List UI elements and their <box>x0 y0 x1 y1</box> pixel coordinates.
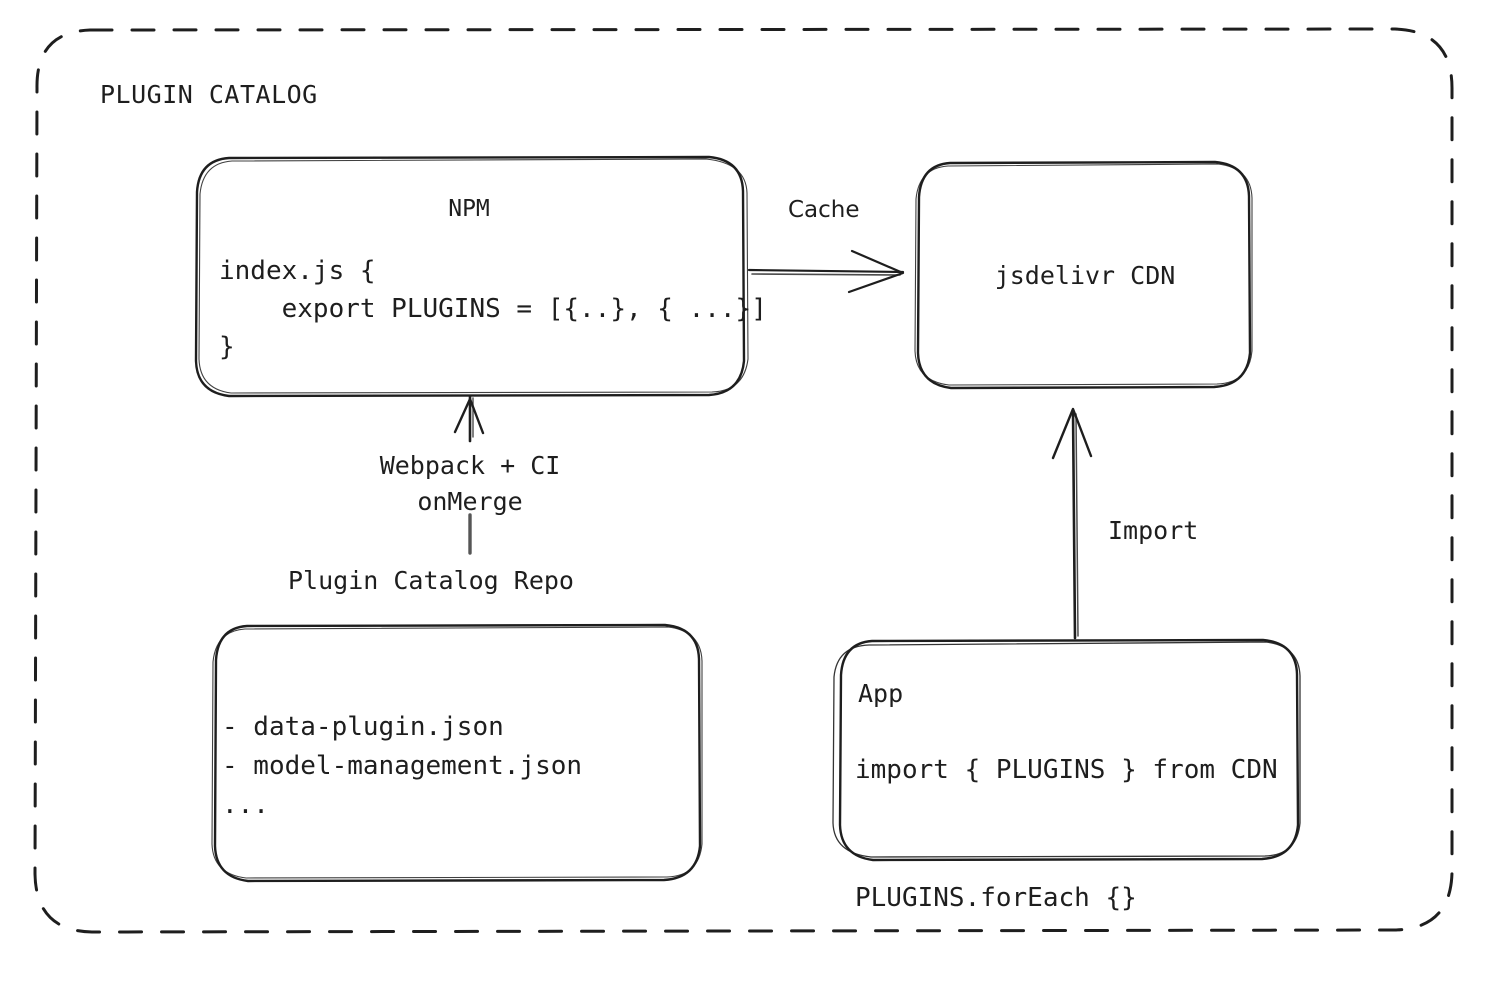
cache-arrow <box>747 249 905 294</box>
cdn-node-label: jsdelivr CDN <box>994 261 1176 290</box>
cache-edge-label: Cache <box>788 197 860 223</box>
webpack-ci-edge-label: Webpack + CI onMerge <box>379 451 561 516</box>
plugin-catalog-boundary <box>33 27 1454 934</box>
npm-node-title: NPM <box>448 196 490 222</box>
import-arrow <box>1051 407 1093 640</box>
webpack-ci-arrow <box>453 395 485 555</box>
repo-file-list: - data-plugin.json - model-management.js… <box>222 712 583 820</box>
npm-code-snippet: index.js { export PLUGINS = [{..}, { ...… <box>219 256 767 362</box>
repo-node-caption: Plugin Catalog Repo <box>288 566 574 595</box>
cdn-node-shape <box>914 160 1253 390</box>
app-node-title: App <box>858 679 904 708</box>
import-edge-label: Import <box>1108 516 1199 545</box>
app-node-shape <box>832 638 1301 862</box>
repo-node-shape <box>211 623 703 883</box>
plugin-catalog-title: PLUGIN CATALOG <box>100 80 318 109</box>
app-code-snippet: import { PLUGINS } from CDN PLUGINS.forE… <box>855 755 1278 913</box>
npm-node-shape <box>194 155 749 398</box>
